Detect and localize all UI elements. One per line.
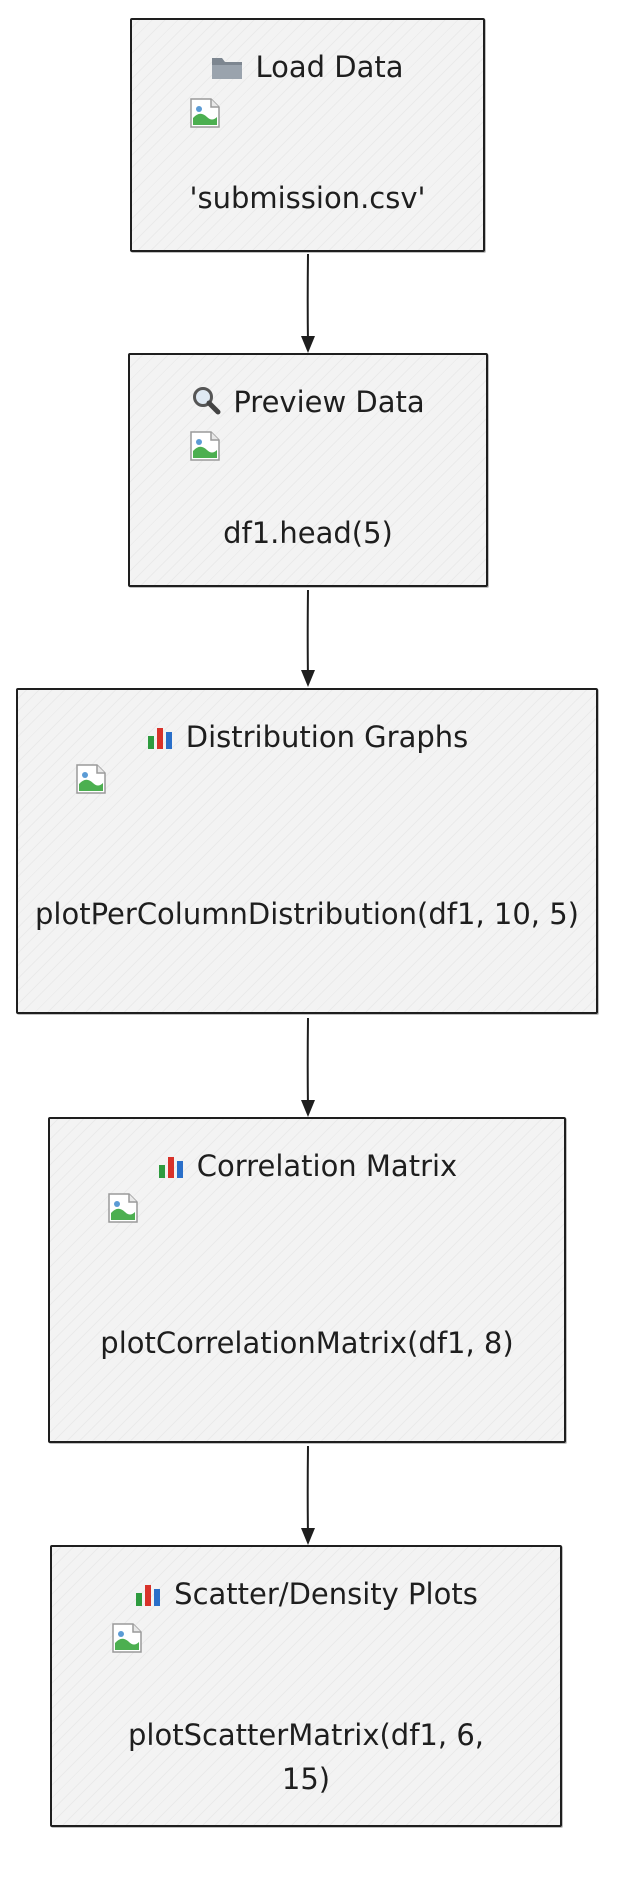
node-scatter-density-plots: Scatter/Density Plots plotScatterMatrix(… — [50, 1545, 562, 1827]
edge-preview-to-distribution — [301, 589, 315, 687]
node-code: plotCorrelationMatrix(df1, 8) — [100, 1326, 514, 1360]
edge-load-to-preview — [301, 253, 315, 353]
folder-icon — [211, 53, 243, 87]
broken-image-icon — [108, 1193, 138, 1223]
node-title: Preview Data — [130, 385, 486, 422]
broken-image-icon — [190, 98, 220, 128]
node-title-text: Preview Data — [233, 385, 425, 419]
bar-chart-icon — [134, 1579, 162, 1614]
node-code: df1.head(5) — [223, 516, 393, 550]
node-title: Distribution Graphs — [18, 720, 596, 757]
node-title: Correlation Matrix — [50, 1149, 564, 1186]
node-code: plotPerColumnDistribution(df1, 10, 5) — [35, 897, 579, 931]
broken-image-icon — [190, 431, 220, 461]
node-load-data: Load Data 'submission.csv' — [130, 18, 485, 252]
bar-chart-icon — [157, 1151, 185, 1186]
node-code: plotScatterMatrix(df1, 6, 15) — [127, 1718, 484, 1796]
node-correlation-matrix: Correlation Matrix plotCorrelationMatrix… — [48, 1117, 566, 1443]
magnifier-icon — [191, 385, 221, 422]
broken-image-icon — [112, 1623, 142, 1653]
node-title: Scatter/Density Plots — [52, 1577, 560, 1614]
node-preview-data: Preview Data df1.head(5) — [128, 353, 488, 587]
node-code: 'submission.csv' — [189, 181, 426, 215]
node-distribution-graphs: Distribution Graphs plotPerColumnDistrib… — [16, 688, 598, 1014]
node-title: Load Data — [132, 50, 483, 87]
edge-distribution-to-correlation — [301, 1017, 315, 1117]
node-title-text: Load Data — [255, 50, 404, 84]
bar-chart-icon — [146, 722, 174, 757]
broken-image-icon — [76, 764, 106, 794]
edge-correlation-to-scatter — [301, 1445, 315, 1545]
node-title-text: Correlation Matrix — [196, 1149, 458, 1183]
node-title-text: Distribution Graphs — [185, 720, 469, 754]
node-title-text: Scatter/Density Plots — [174, 1577, 478, 1611]
